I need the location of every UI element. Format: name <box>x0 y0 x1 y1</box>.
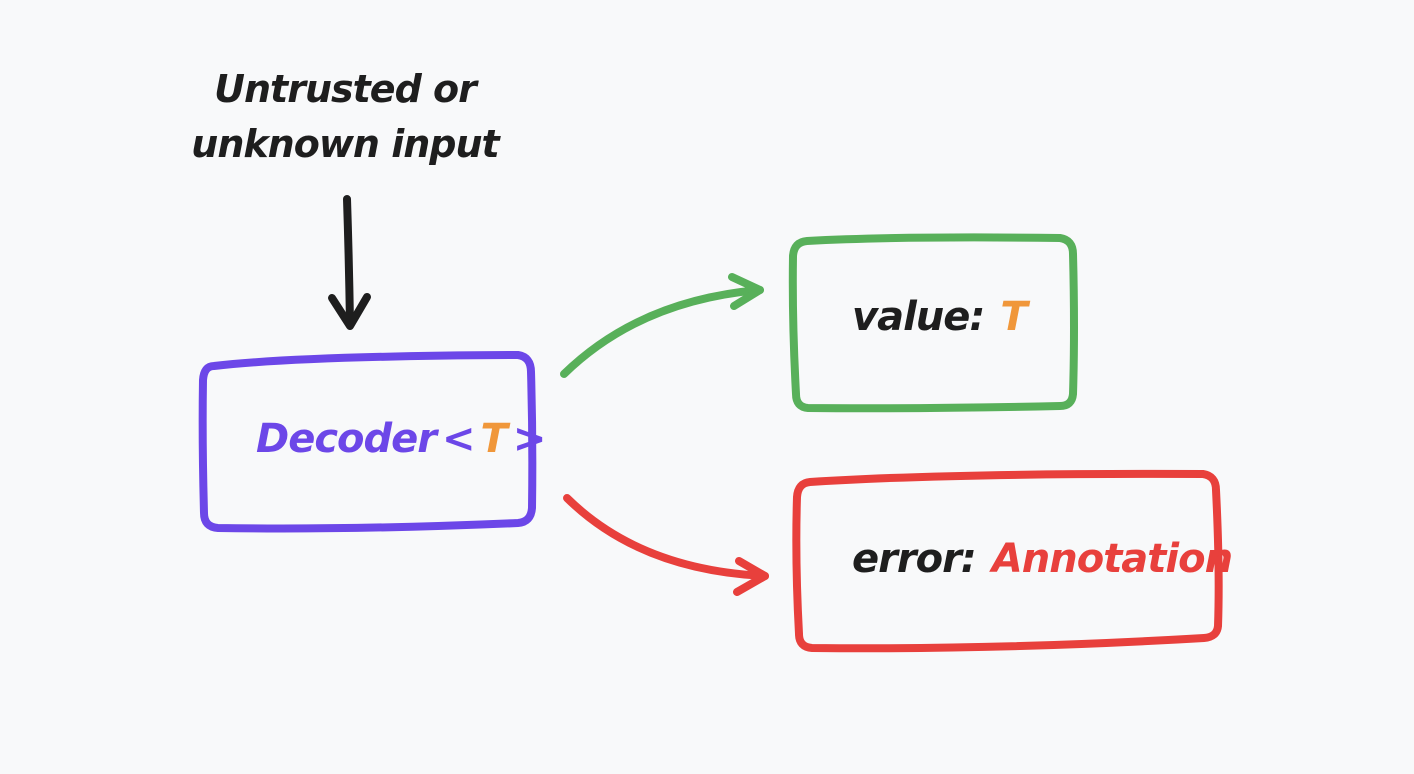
decoder-label: Decoder<T> <box>256 416 547 462</box>
input-label: Untrusted or unknown input <box>190 62 500 172</box>
decoder-box <box>198 351 537 533</box>
decoder-name: Decoder <box>256 416 437 462</box>
error-type: Annotation <box>991 536 1233 582</box>
decoder-close-bracket: > <box>512 416 547 462</box>
error-box <box>792 469 1223 653</box>
input-label-line1: Untrusted or <box>214 67 477 111</box>
input-label-line2: unknown input <box>191 122 499 166</box>
value-arrow <box>560 273 764 378</box>
decoder-type-param: T <box>480 416 508 462</box>
value-label: value: T <box>852 294 1028 340</box>
error-arrow <box>563 494 769 596</box>
error-label: error: Annotation <box>852 536 1233 582</box>
input-arrow <box>328 195 371 330</box>
value-box <box>788 233 1078 413</box>
value-type: T <box>1000 294 1027 340</box>
decoder-open-bracket: < <box>442 416 476 462</box>
value-key: value: <box>852 294 985 340</box>
error-key: error: <box>852 536 977 582</box>
